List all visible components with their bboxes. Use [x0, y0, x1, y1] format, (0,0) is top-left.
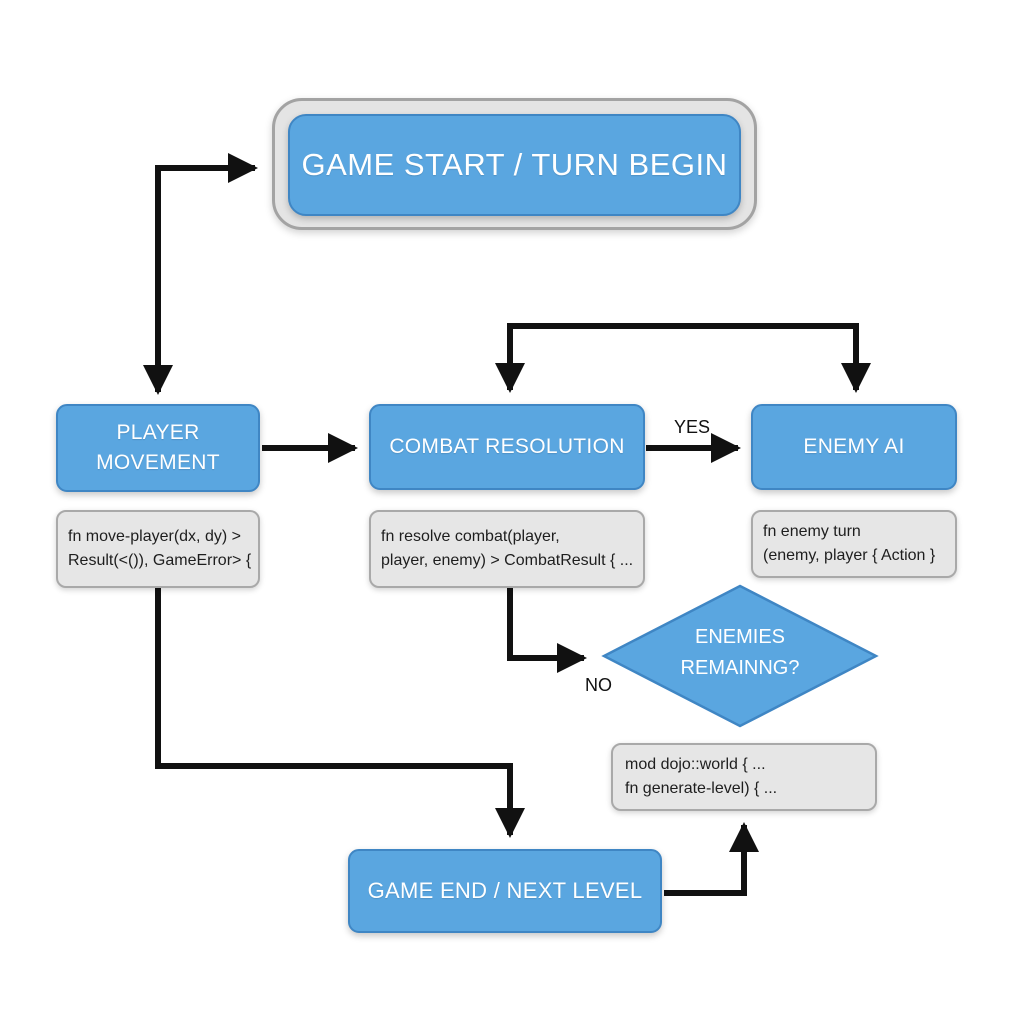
decision-diamond-shape	[601, 584, 879, 728]
code-line: (enemy, player { Action }	[763, 547, 936, 564]
enemy-ai-label: ENEMY AI	[803, 434, 905, 458]
decision-label-line-2: REMAINNG?	[681, 657, 800, 679]
enemy-ai-node[interactable]: ENEMY AI	[751, 404, 957, 490]
start-node[interactable]: GAME START / TURN BEGIN	[288, 114, 741, 216]
game-end-label: GAME END / NEXT LEVEL	[367, 878, 643, 904]
start-label: GAME START / TURN BEGIN	[301, 146, 728, 182]
combat-resolution-code: fn resolve combat(player, player, enemy)…	[369, 510, 645, 588]
edge-label-no: NO	[585, 675, 612, 695]
code-line: player, enemy) > CombatResult { ...	[381, 552, 634, 569]
enemy-ai-code: fn enemy turn (enemy, player { Action }	[751, 510, 957, 578]
combat-resolution-node[interactable]: COMBAT RESOLUTION	[369, 404, 645, 490]
arrow-combat-to-no	[507, 588, 587, 673]
player-movement-label-line-1: PLAYER	[116, 420, 200, 444]
code-line: fn generate-level) { ...	[625, 780, 778, 797]
arrow-loop-start-to-player	[143, 153, 258, 395]
player-movement-node[interactable]: PLAYER MOVEMENT	[56, 404, 260, 492]
player-movement-label-line-2: MOVEMENT	[96, 451, 220, 474]
code-line: Result(<()), GameError> {	[68, 552, 252, 569]
edge-label-yes: YES	[674, 417, 711, 437]
arrow-top-loop	[495, 323, 871, 393]
code-line: fn enemy turn	[763, 523, 861, 540]
combat-resolution-label: COMBAT RESOLUTION	[389, 434, 625, 458]
code-line: mod dojo::world { ...	[625, 756, 766, 773]
code-line: fn move-player(dx, dy) >	[68, 528, 241, 545]
code-line: fn resolve combat(player,	[381, 528, 560, 545]
decision-label-line-1: ENEMIES	[695, 626, 785, 648]
player-movement-code: fn move-player(dx, dy) > Result(<()), Ga…	[56, 510, 260, 588]
world-code: mod dojo::world { ... fn generate-level)…	[611, 743, 877, 811]
enemies-remaining-decision[interactable]: ENEMIES REMAINNG?	[600, 583, 880, 729]
arrow-end-to-world	[664, 822, 759, 896]
game-end-node[interactable]: GAME END / NEXT LEVEL	[348, 849, 662, 933]
arrow-player-to-end	[155, 588, 525, 838]
